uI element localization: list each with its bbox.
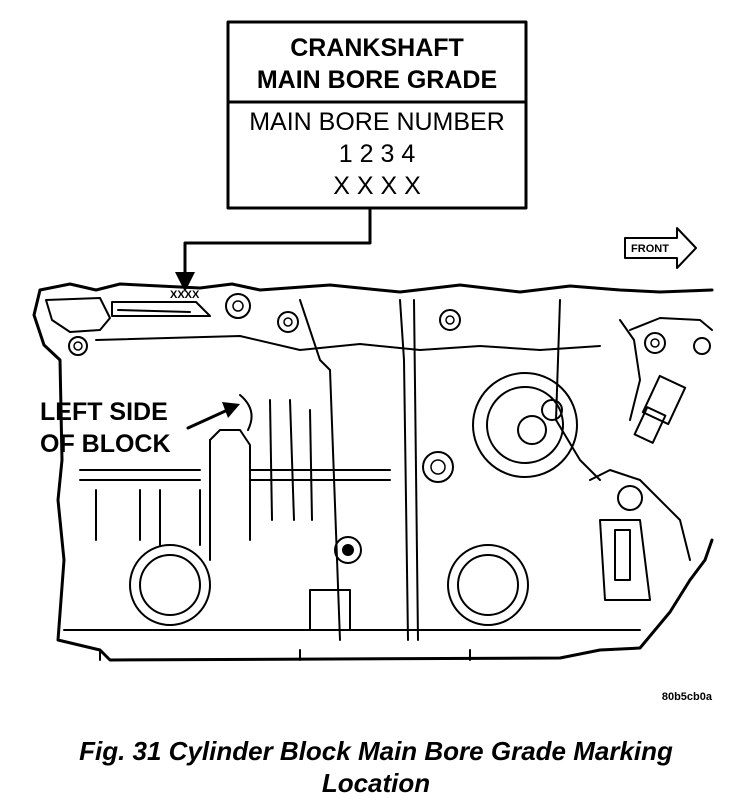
box-title-line2: MAIN BORE GRADE [257,66,497,94]
front-arrow: FRONT [624,227,697,269]
figure-code: 80b5cb0a [662,691,713,703]
label-box: CRANKSHAFT MAIN BORE GRADE MAIN BORE NUM… [226,20,528,210]
box-title-line1: CRANKSHAFT [290,34,464,62]
caption-line2: Location [322,768,430,798]
front-label: FRONT [631,243,669,255]
engine-block [32,282,714,662]
box-grade-marks: X X X X [333,172,421,200]
block-grade-marking: XXXX [170,289,200,301]
box-main-bore-number: MAIN BORE NUMBER [249,108,505,136]
caption-line1: Fig. 31 Cylinder Block Main Bore Grade M… [79,736,673,766]
box-bore-numbers: 1 2 3 4 [339,140,416,168]
left-side-label-line1: LEFT SIDE [40,398,168,426]
left-side-label-line2: OF BLOCK [40,430,171,458]
leader-arrow [175,206,372,292]
